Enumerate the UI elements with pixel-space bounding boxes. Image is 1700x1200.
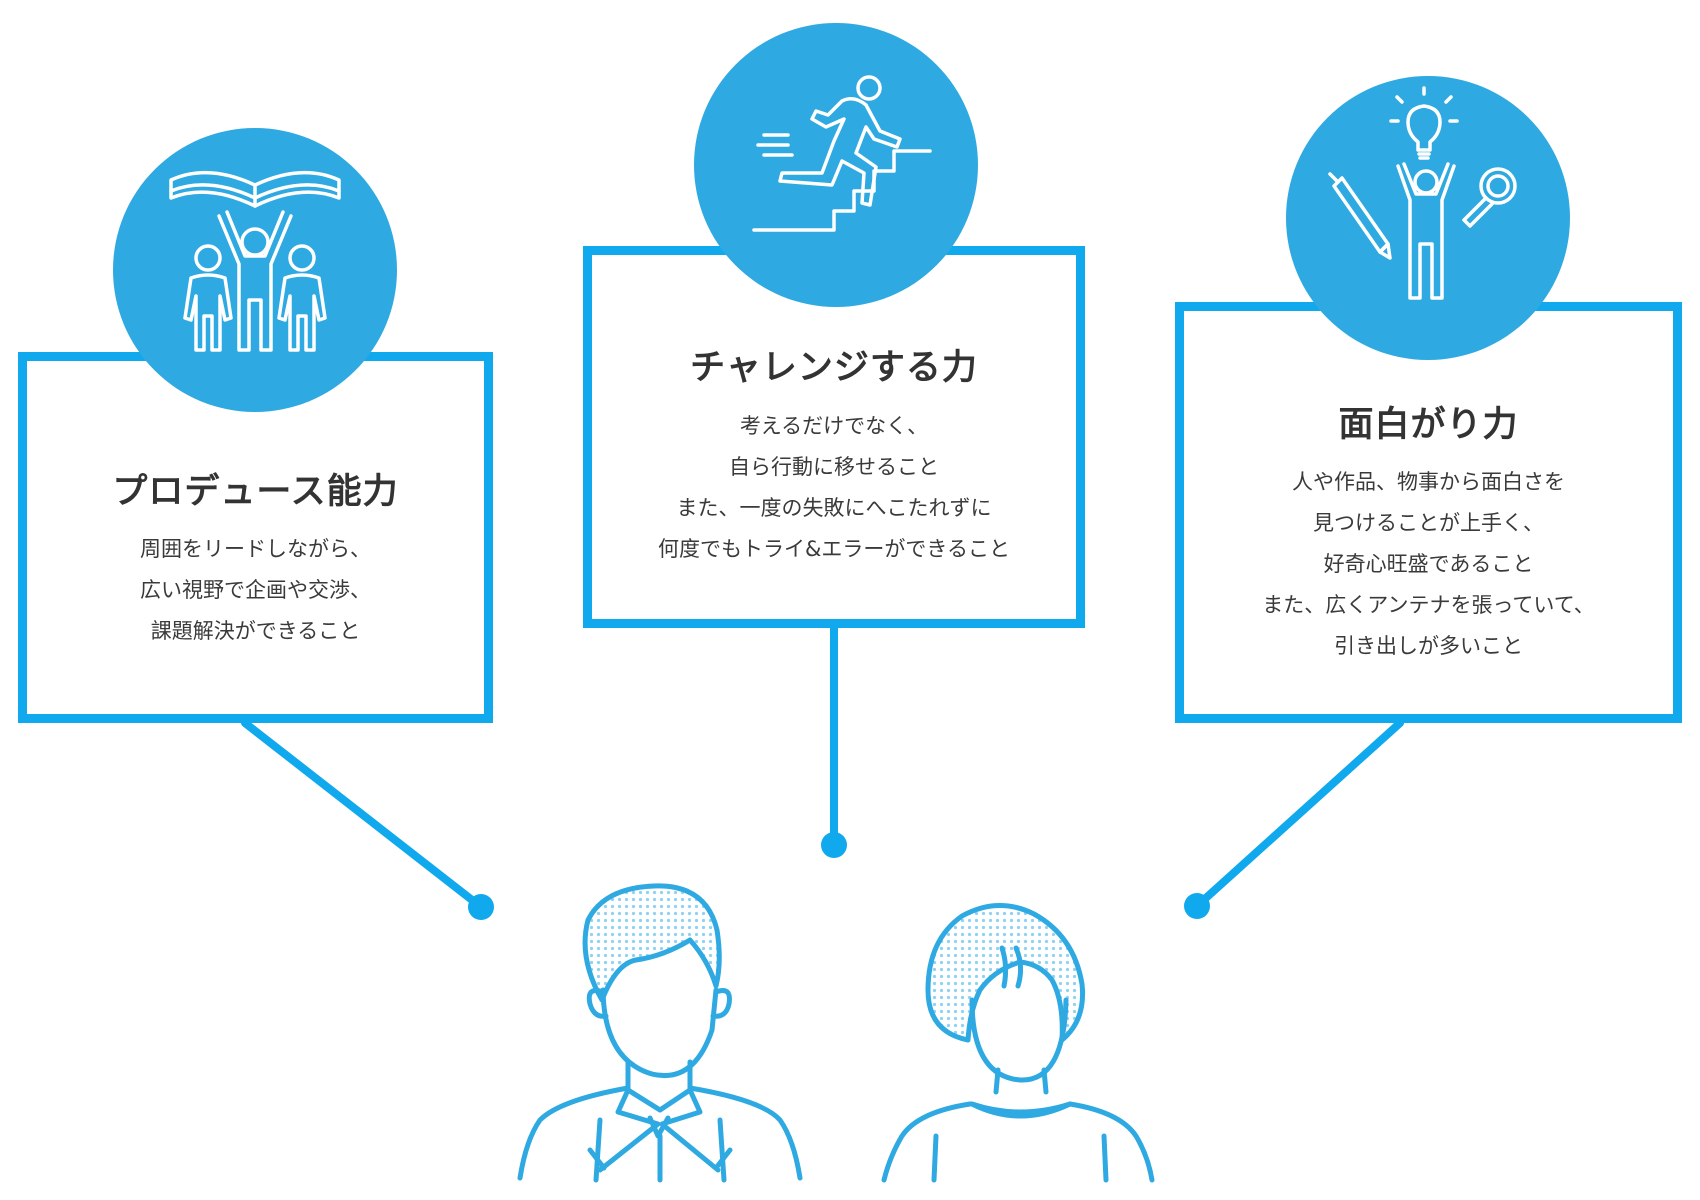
connector-dot-fun <box>1184 893 1210 919</box>
card-description: 考えるだけでなく、 自ら行動に移せること また、一度の失敗にへこたれずに 何度で… <box>592 406 1076 570</box>
idea-person-icon <box>1328 86 1517 300</box>
description-line: また、広くアンテナを張っていて、 <box>1262 593 1595 617</box>
card-description: 人や作品、物事から面白さを 見つけることが上手く、 好奇心旺盛であること また、… <box>1184 462 1673 667</box>
description-line: 課題解決ができること <box>150 619 361 643</box>
description-line: 好奇心旺盛であること <box>1323 552 1534 576</box>
description-line: 引き出しが多いこと <box>1334 634 1523 658</box>
connector-dot-produce <box>468 894 494 920</box>
description-line: 何度でもトライ&エラーができること <box>658 537 1010 561</box>
description-line: 見つけることが上手く、 <box>1313 511 1544 535</box>
icon-circle-fun <box>1286 76 1570 360</box>
description-line: また、一度の失敗にへこたれずに <box>676 496 992 520</box>
connector-produce <box>241 719 485 911</box>
card-title: 面白がり力 <box>1338 405 1519 445</box>
card-description: 周囲をリードしながら、 広い視野で企画や交渉、 課題解決ができること <box>27 529 484 652</box>
running-up-stairs-icon <box>752 75 932 232</box>
connector-fun <box>1193 719 1404 910</box>
icon-circle-challenge <box>694 23 978 307</box>
people-under-book-icon <box>169 170 341 352</box>
description-line: 考えるだけでなく、 <box>739 414 929 438</box>
man-icon <box>517 883 803 1183</box>
icon-circle-produce <box>113 128 397 412</box>
woman-icon <box>881 903 1155 1183</box>
card-title: チャレンジする力 <box>690 348 978 388</box>
card-challenge: チャレンジする力 考えるだけでなく、 自ら行動に移せること また、一度の失敗にへ… <box>583 246 1085 628</box>
connector-dot-challenge <box>821 832 847 858</box>
description-line: 人や作品、物事から面白さを <box>1292 470 1565 494</box>
card-title: プロデュース能力 <box>112 472 399 512</box>
description-line: 周囲をリードしながら、 <box>140 537 371 561</box>
description-line: 自ら行動に移せること <box>729 455 939 479</box>
description-line: 広い視野で企画や交渉、 <box>140 578 371 602</box>
